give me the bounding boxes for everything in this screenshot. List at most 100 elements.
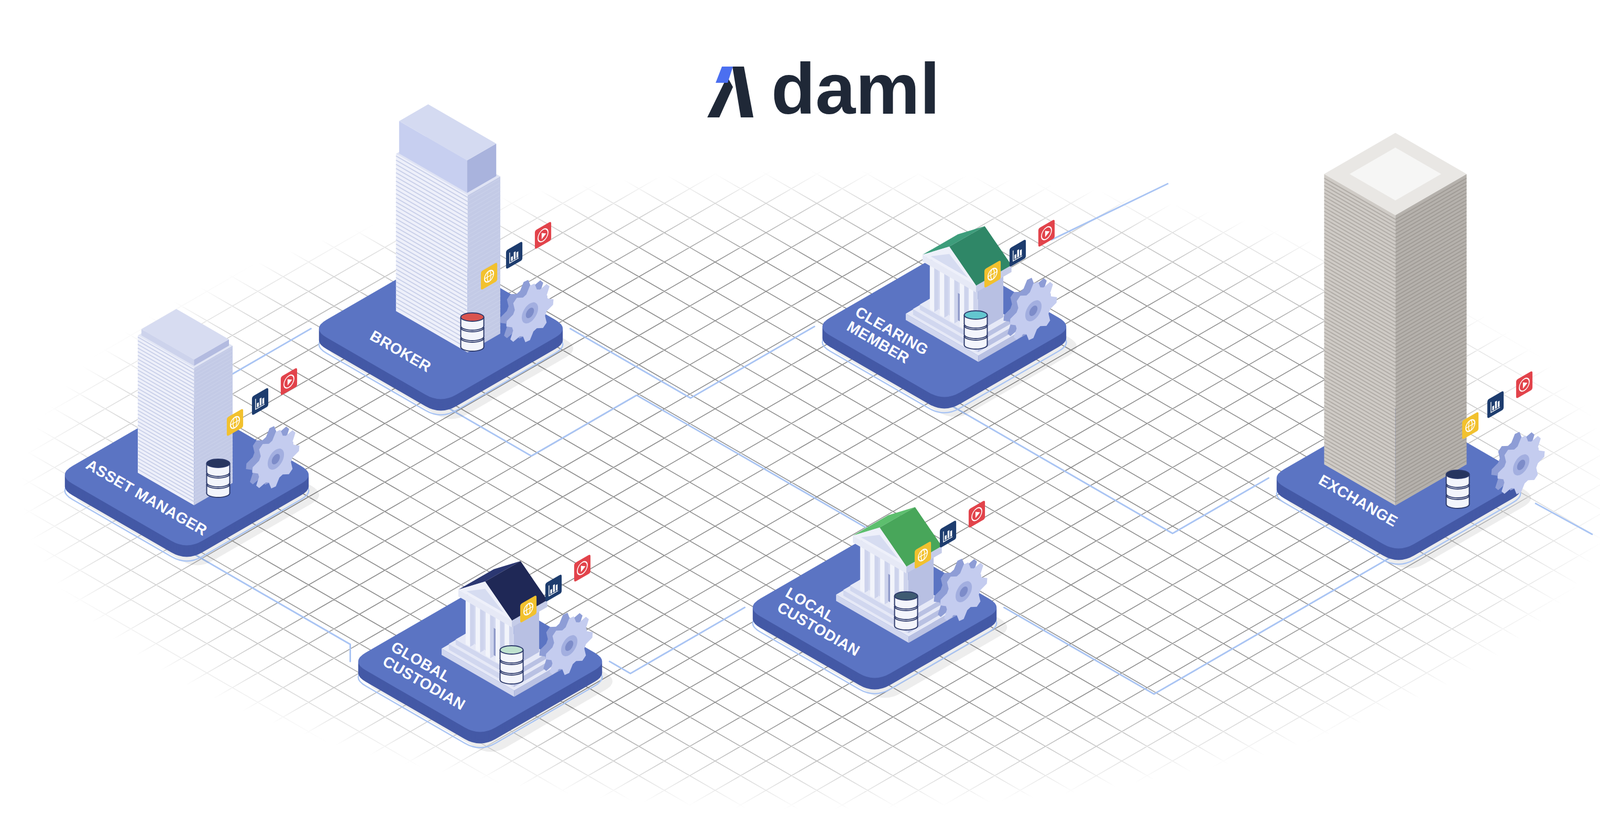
play-glyph (576, 559, 587, 577)
gear-face (251, 418, 300, 500)
tower-cap (140, 309, 229, 360)
chart-glyph (259, 397, 261, 407)
gear-hole (271, 452, 280, 467)
logo-mark (732, 66, 754, 118)
floor-lines (1323, 178, 1467, 502)
bank-roof (949, 226, 1012, 287)
bank-column (869, 550, 875, 599)
icon-tile (968, 499, 985, 529)
icon-tile (226, 408, 243, 437)
icon-tile (939, 519, 956, 549)
chart-glyph (1016, 249, 1019, 258)
gear-hole (1028, 303, 1038, 319)
gear-hub (955, 577, 972, 606)
status-icon (251, 387, 268, 416)
bank-column (495, 615, 500, 664)
play-glyph (541, 230, 546, 240)
chart-glyph (256, 402, 259, 408)
gear-hub (1024, 296, 1041, 325)
play-glyph (580, 563, 586, 573)
icon-tile (573, 553, 590, 583)
network-link (609, 607, 745, 674)
icon-tile (983, 259, 1001, 289)
chart-glyph (1490, 396, 1500, 413)
globe-glyph (484, 273, 493, 279)
globe-glyph (987, 271, 997, 277)
chart-glyph (944, 534, 947, 541)
status-icon (983, 259, 1001, 289)
platform-node: GLOBAL CUSTODIAN (350, 586, 610, 737)
chart-glyph (1497, 400, 1499, 408)
status-icon (914, 540, 931, 569)
globe-glyph (523, 606, 533, 612)
platform-node: CLEARING MEMBER (814, 251, 1075, 402)
chart-glyph (261, 397, 264, 405)
gear-hole (564, 638, 574, 653)
chart-glyph (1494, 400, 1497, 410)
bank-column (485, 609, 490, 659)
bank-column (939, 269, 945, 318)
gear-face (939, 550, 988, 633)
exchange-tower (1323, 133, 1467, 216)
globe-glyph (229, 414, 239, 431)
status-icon (534, 221, 551, 250)
icon-tile (1461, 411, 1478, 440)
platform-top (822, 256, 1067, 398)
network-link (1004, 552, 1399, 694)
status-icon (968, 499, 985, 529)
bank-column (859, 544, 865, 593)
bank-column (934, 264, 938, 312)
bank-column (475, 604, 480, 653)
icon-tile (480, 261, 497, 291)
icon-tile (280, 367, 297, 396)
chart-glyph (513, 251, 515, 260)
status-icon (573, 553, 590, 583)
play-glyph (283, 373, 294, 391)
gear-hole (525, 305, 534, 321)
chart-glyph (516, 251, 518, 259)
database-stack (1445, 469, 1470, 479)
icon-tile (505, 240, 522, 270)
bank-column (465, 598, 470, 647)
bank-gable (457, 581, 512, 621)
gear-face (1497, 423, 1545, 506)
icon-tile (1009, 238, 1026, 268)
status-icon (939, 519, 956, 549)
play-glyph (1518, 376, 1529, 394)
status-icon (1486, 390, 1504, 419)
gear-icon (506, 271, 554, 354)
logo-mark (715, 66, 733, 83)
play-glyph (537, 226, 548, 245)
gear-icon (545, 604, 593, 687)
platform-illustration (311, 253, 571, 404)
bank-column (469, 598, 474, 647)
chart-glyph (1012, 245, 1022, 261)
bank-gable (852, 527, 906, 567)
bank-gable (930, 254, 968, 279)
play-glyph (1044, 228, 1050, 238)
gear-face (545, 604, 593, 687)
icon-tile (1037, 218, 1055, 248)
status-icon (544, 573, 562, 602)
chart-glyph (555, 584, 557, 591)
chart-glyph (509, 247, 519, 263)
icon-tile (914, 540, 931, 569)
platform-node: EXCHANGE (1268, 402, 1529, 553)
gear-icon (251, 418, 300, 500)
icon-tile (519, 594, 536, 623)
wire (1535, 502, 1593, 535)
tower-cap (398, 104, 496, 161)
chart-glyph (1492, 405, 1494, 411)
globe-glyph (1465, 422, 1475, 429)
gear-face (506, 271, 554, 354)
platform-node: LOCAL CUSTODIAN (744, 532, 1005, 683)
bank-column (884, 556, 889, 605)
bank-gable (466, 588, 504, 613)
gear-hub (1512, 450, 1529, 479)
gear-icon (939, 550, 988, 633)
floor-lines (395, 156, 500, 349)
gear-hub (560, 631, 577, 660)
chart-glyph (947, 530, 949, 539)
bank-column (864, 544, 869, 593)
